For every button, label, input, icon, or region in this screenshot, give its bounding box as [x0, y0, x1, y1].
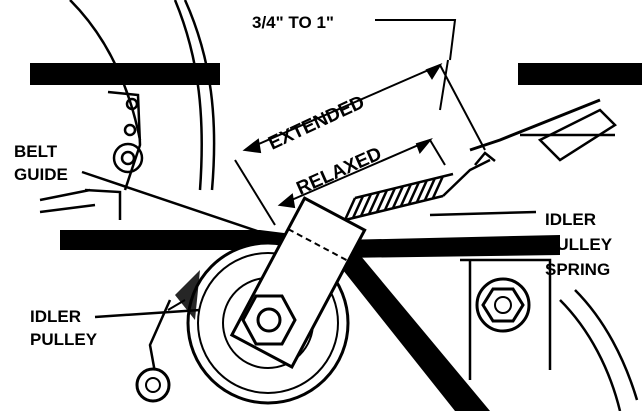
pulley-bolt — [241, 294, 297, 346]
drive-belt-diagonal — [335, 255, 490, 411]
dimension-lines — [234, 19, 486, 226]
relaxed-label: RELAXED — [293, 143, 384, 199]
belt-guide-label-line2: GUIDE — [14, 165, 68, 184]
idler-pulley-label-line2: PULLEY — [30, 330, 98, 349]
gap-dimension-label: 3/4" TO 1" — [252, 13, 334, 32]
idler-pulley-label-line1: IDLER — [30, 307, 81, 326]
extended-label: EXTENDED — [265, 92, 368, 155]
lower-bolt — [135, 367, 171, 403]
belt-guide-label-line1: BELT — [14, 142, 58, 161]
belt-guide — [84, 90, 144, 220]
frame-bolt — [475, 277, 531, 333]
idler-spring — [343, 98, 601, 222]
deck-frame — [39, 0, 639, 411]
leader-lines — [81, 170, 537, 319]
upper-belt — [30, 63, 642, 85]
idler-spring-label-line2: PULLEY — [545, 235, 613, 254]
idler-spring-label-line1: IDLER — [545, 210, 596, 229]
idler-spring-label-line3: SPRING — [545, 260, 610, 279]
